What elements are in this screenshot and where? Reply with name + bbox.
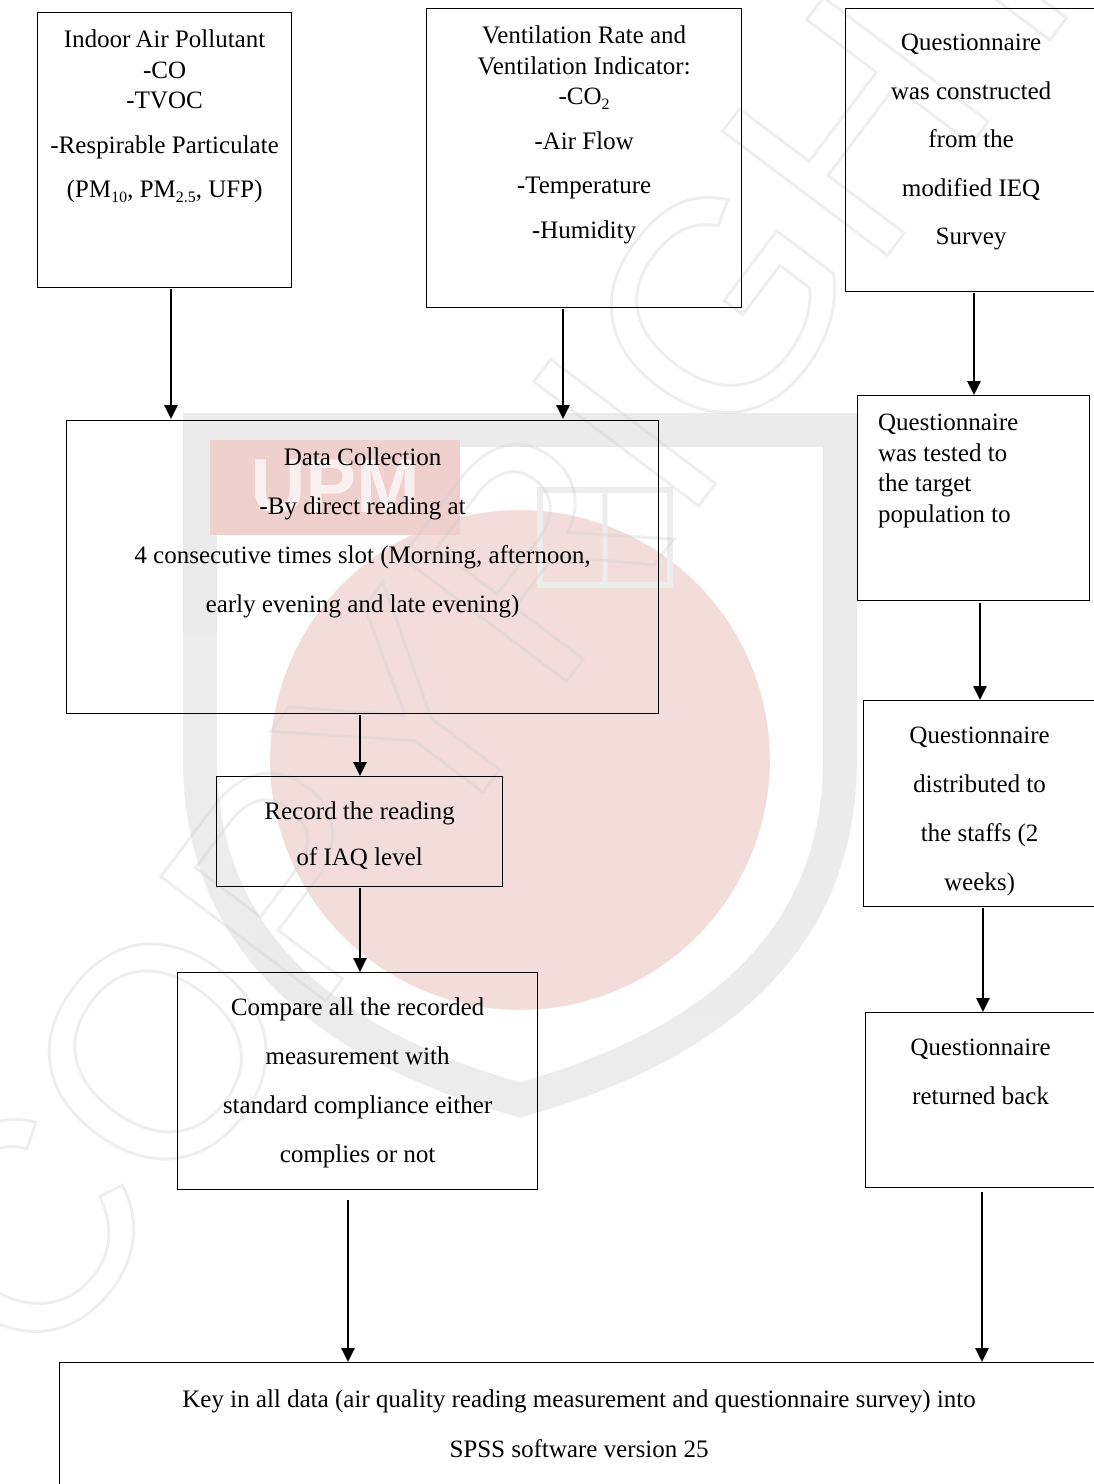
record-box: Record the reading of IAQ level	[216, 776, 503, 887]
tested-line2: was tested to	[878, 439, 1008, 467]
collection-line2: -By direct reading at	[259, 493, 466, 520]
questionnaire-distributed-box: Questionnaire distributed to the staffs …	[863, 700, 1094, 907]
questionnaire-returned-box: Questionnaire returned back	[865, 1012, 1094, 1188]
returned-line2: returned back	[912, 1083, 1049, 1110]
construct-line5: Survey	[935, 223, 1007, 250]
pollutant-pm-list: (PM10, PM2.5, UFP)	[66, 176, 263, 206]
ventilation-line1: Ventilation Rate and	[481, 22, 687, 49]
ventilation-line2: Ventilation Indicator:	[477, 52, 691, 80]
arrow-distributed-to-returned	[976, 908, 990, 1012]
compare-line1: Compare all the recorded	[230, 994, 485, 1021]
collection-title: Data Collection	[283, 444, 442, 471]
ventilation-temperature: -Temperature	[516, 172, 652, 199]
pollutant-box: Indoor Air Pollutant -CO -TVOC -Respirab…	[37, 12, 292, 288]
watermark-logo-text: UPM	[251, 444, 420, 529]
tested-line3: the target	[878, 470, 972, 497]
compare-box: Compare all the recorded measurement wit…	[177, 972, 538, 1190]
distributed-line3: the staffs (2	[920, 820, 1039, 847]
questionnaire-tested-box: Questionnaire was tested to the target p…	[857, 395, 1090, 601]
arrow-tested-to-distributed	[973, 603, 987, 700]
distributed-line1: Questionnaire	[909, 722, 1050, 749]
construct-line3: from the	[928, 126, 1014, 153]
ventilation-co2: -CO2	[558, 83, 610, 113]
collection-line3: 4 consecutive times slot (Morning, after…	[134, 542, 591, 569]
watermark-logo-tile	[210, 440, 460, 535]
arrow-ventilation-to-collection	[556, 309, 570, 419]
construct-line4: modified IEQ	[901, 174, 1041, 202]
record-line2: of IAQ level	[296, 844, 423, 872]
compare-line4: complies or not	[279, 1141, 436, 1168]
pollutant-title: Indoor Air Pollutant	[63, 26, 266, 53]
arrow-record-to-compare	[353, 888, 367, 972]
tested-line4: population to	[878, 500, 1011, 528]
watermark-crest-circle	[270, 510, 770, 1010]
arrow-returned-to-keyin	[975, 1192, 989, 1362]
pollutant-co: -CO	[142, 56, 187, 84]
arrow-construct-to-tested	[967, 293, 981, 395]
key-in-box: Key in all data (air quality reading mea…	[59, 1362, 1094, 1484]
construct-line1: Questionnaire	[900, 29, 1042, 56]
key-in-line2: SPSS software version 25	[449, 1436, 709, 1463]
collection-line4: early evening and late evening)	[205, 591, 520, 618]
distributed-line2: distributed to	[913, 771, 1046, 798]
returned-line1: Questionnaire	[910, 1034, 1051, 1061]
tested-line1: Questionnaire	[878, 409, 1019, 436]
ventilation-box: Ventilation Rate and Ventilation Indicat…	[426, 8, 742, 308]
pollutant-respirable: -Respirable Particulate	[50, 131, 279, 159]
data-collection-box: Data Collection -By direct reading at 4 …	[66, 420, 659, 714]
pollutant-tvoc: -TVOC	[126, 87, 203, 114]
watermark-crest-shield	[183, 413, 857, 1118]
record-line1: Record the reading	[264, 798, 455, 825]
ventilation-humidity: -Humidity	[531, 216, 637, 244]
compare-line3: standard compliance either	[222, 1092, 493, 1119]
arrow-pollutant-to-collection	[164, 289, 178, 419]
arrow-collection-to-record	[353, 715, 367, 776]
construct-line2: was constructed	[890, 77, 1052, 105]
distributed-line4: weeks)	[944, 869, 1015, 896]
arrow-compare-to-keyin	[341, 1200, 355, 1362]
key-in-line1: Key in all data (air quality reading mea…	[182, 1386, 976, 1413]
ventilation-airflow: -Air Flow	[534, 127, 634, 155]
questionnaire-construct-box: Questionnaire was constructed from the m…	[845, 8, 1094, 292]
compare-line2: measurement with	[265, 1043, 450, 1070]
